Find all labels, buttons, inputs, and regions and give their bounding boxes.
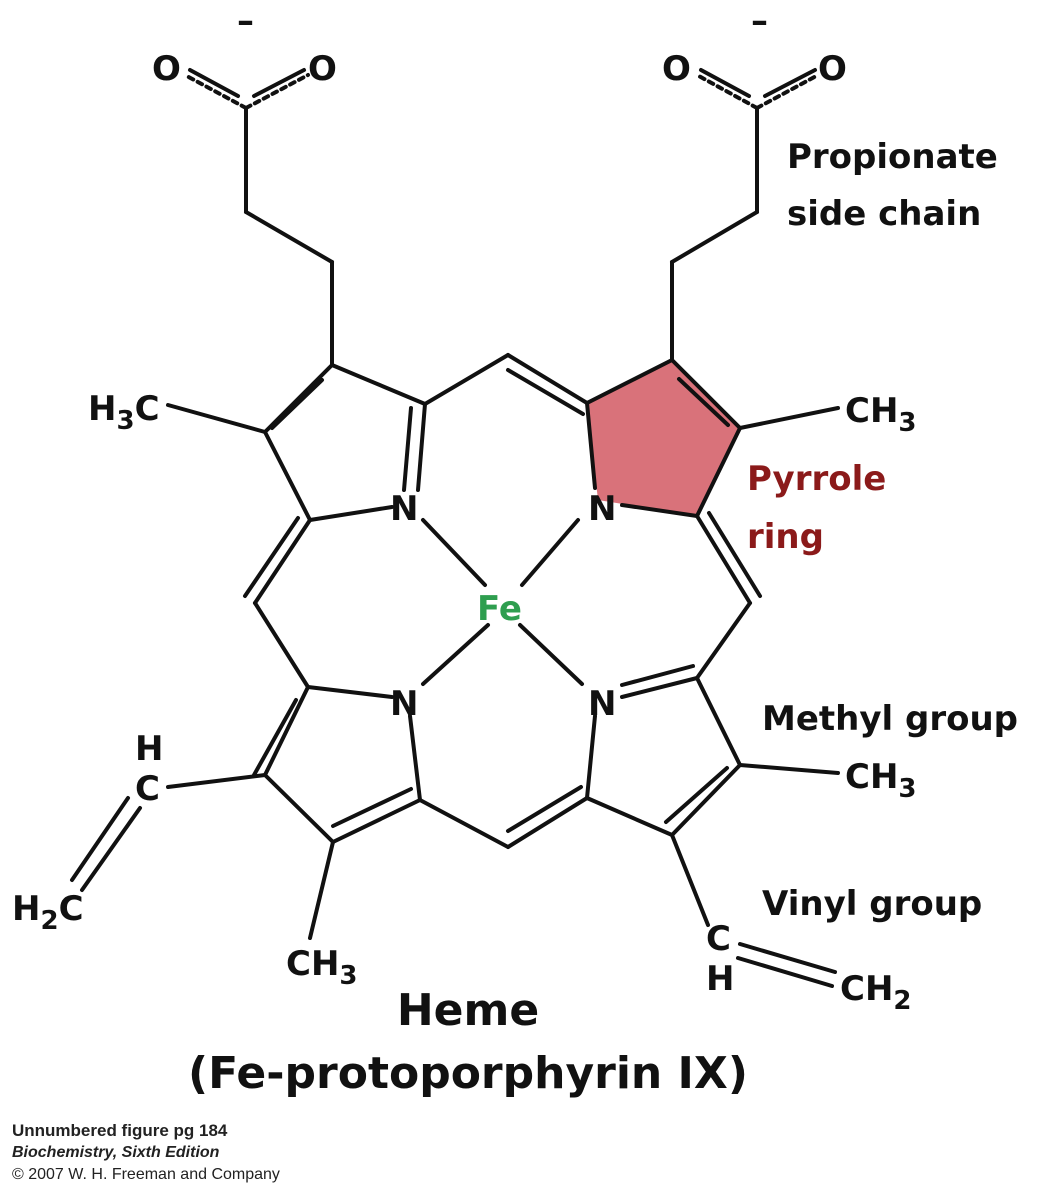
nitrogen-atom: N	[588, 489, 616, 529]
hydrogen-atom: H	[135, 729, 163, 769]
oxygen-atom: O	[662, 49, 691, 89]
nitrogen-atom: N	[390, 489, 418, 529]
methyl-group-label: Methyl group	[762, 699, 1018, 739]
ch3-group: CH3	[845, 391, 917, 438]
carbon-atom: C	[135, 769, 160, 809]
right-carboxylate-charge: –	[751, 1, 768, 41]
caption-book-title: Biochemistry, Sixth Edition	[12, 1144, 220, 1161]
vinyl-group-label: Vinyl group	[762, 884, 982, 924]
oxygen-atom: O	[818, 49, 847, 89]
propionate-label-line1: Propionate	[787, 137, 998, 177]
pyrrole-label-line1: Pyrrole	[747, 459, 886, 499]
diagram-title: Heme	[397, 985, 539, 1036]
left-carboxylate-charge: –	[237, 1, 254, 41]
hydrogen-atom: H	[706, 959, 734, 999]
pyrrole-label-line2: ring	[747, 517, 824, 557]
carbon-atom: C	[706, 919, 731, 959]
h2c-group: H2C	[12, 889, 84, 936]
h3c-group: H3C	[88, 389, 160, 436]
ch3-group: CH3	[845, 757, 917, 804]
caption-figure-ref: Unnumbered figure pg 184	[12, 1121, 228, 1140]
nitrogen-atom: N	[390, 684, 418, 724]
ch2-group: CH2	[840, 969, 912, 1016]
oxygen-atom: O	[308, 49, 337, 89]
nitrogen-atom: N	[588, 684, 616, 724]
diagram-subtitle: (Fe-protoporphyrin IX)	[188, 1048, 748, 1099]
iron-atom: Fe	[477, 589, 522, 629]
figure-caption: Unnumbered figure pg 184 Biochemistry, S…	[12, 1120, 280, 1186]
oxygen-atom: O	[152, 49, 181, 89]
ch3-group: CH3	[286, 944, 358, 991]
caption-copyright: © 2007 W. H. Freeman and Company	[12, 1166, 280, 1183]
bonds	[70, 68, 840, 988]
propionate-label-line2: side chain	[787, 194, 981, 234]
